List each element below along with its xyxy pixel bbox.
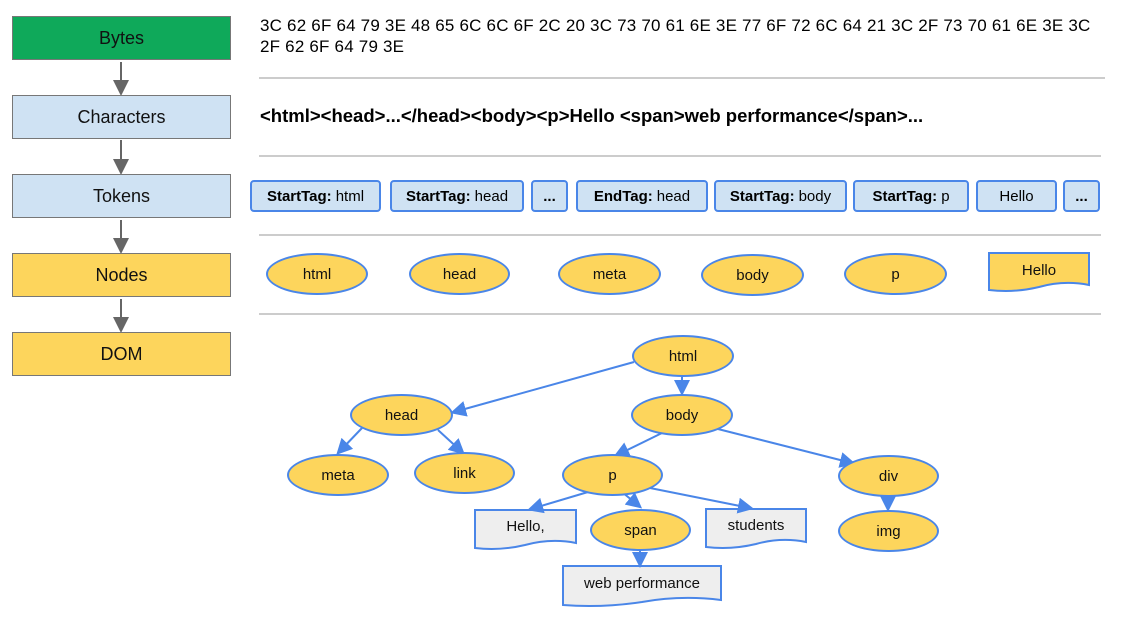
stage-nodes: Nodes <box>12 253 231 297</box>
token: StartTag:head <box>390 180 524 212</box>
dom-node-link: link <box>414 452 515 494</box>
divider <box>259 77 1105 79</box>
token: Hello <box>976 180 1057 212</box>
dom-node-p: p <box>562 454 663 496</box>
node-head: head <box>409 253 510 295</box>
dom-node-meta: meta <box>287 454 389 496</box>
dom-text-web-shape <box>562 565 722 607</box>
divider <box>259 155 1101 157</box>
dom-text-web-performance: web performance <box>584 574 700 592</box>
token: StartTag:body <box>714 180 847 212</box>
node-p: p <box>844 253 947 295</box>
node-html: html <box>266 253 368 295</box>
stage-characters: Characters <box>12 95 231 139</box>
token: StartTag:html <box>250 180 381 212</box>
token: EndTag:head <box>576 180 708 212</box>
stage-dom: DOM <box>12 332 231 376</box>
node-body: body <box>701 254 804 296</box>
dom-node-span: span <box>590 509 691 551</box>
dom-node-img: img <box>838 510 939 552</box>
divider <box>259 234 1101 236</box>
token: ... <box>1063 180 1100 212</box>
token: StartTag:p <box>853 180 969 212</box>
tokens-row: StartTag:html StartTag:head ... EndTag:h… <box>250 180 1102 214</box>
dom-node-head: head <box>350 394 453 436</box>
bytes-text: 3C 62 6F 64 79 3E 48 65 6C 6C 6F 2C 20 3… <box>260 16 1091 56</box>
node-meta: meta <box>558 253 661 295</box>
dom-node-body: body <box>631 394 733 436</box>
dom-text-students-shape <box>705 508 807 549</box>
divider <box>259 313 1101 315</box>
stage-bytes: Bytes <box>12 16 231 60</box>
dom-text-students: students <box>727 516 785 534</box>
token: ... <box>531 180 568 212</box>
dom-node-html: html <box>632 335 734 377</box>
stage-tokens: Tokens <box>12 174 231 218</box>
node-hello-doc: Hello <box>1021 261 1057 279</box>
characters-text: <html><head>...</head><body><p>Hello <sp… <box>260 105 924 126</box>
node-hello-doc-shape <box>988 252 1090 292</box>
dom-text-hello: Hello, <box>506 517 545 535</box>
dom-node-div: div <box>838 455 939 497</box>
dom-text-hello-shape <box>474 509 577 550</box>
